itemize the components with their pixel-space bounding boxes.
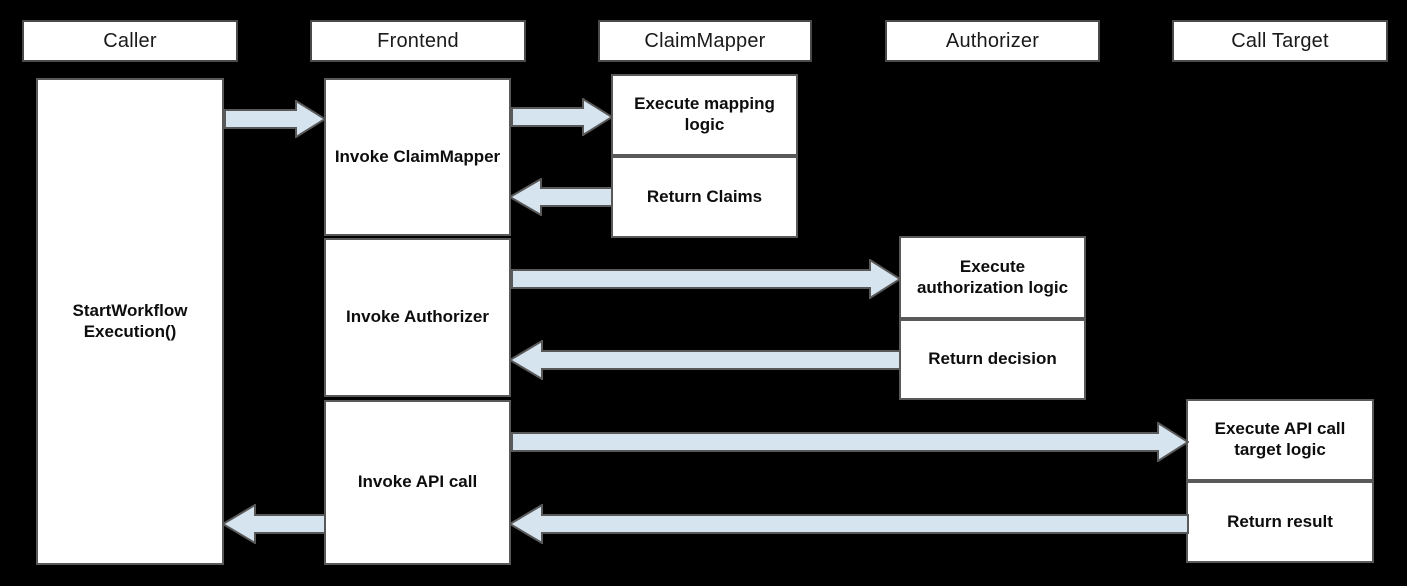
message-arrow-frontend-to-claimmapper[interactable] — [511, 98, 613, 136]
activation-frontend-invoke-authorizer[interactable]: Invoke Authorizer — [324, 238, 511, 397]
activation-calltarget-execute-api-call-target-logic-label: Execute API call target logic — [1214, 419, 1346, 459]
activation-frontend-invoke-authorizer-label: Invoke Authorizer — [346, 307, 489, 327]
activation-frontend-invoke-api-call-label: Invoke API call — [357, 472, 478, 492]
message-arrow-frontend-to-caller[interactable] — [222, 504, 326, 544]
lane-header-caller-label: Caller — [103, 29, 157, 52]
lane-header-claimmapper[interactable]: ClaimMapper — [598, 20, 812, 62]
activation-calltarget-return-result-label: Return result — [1227, 511, 1333, 531]
message-arrow-calltarget-to-frontend[interactable] — [509, 504, 1189, 544]
activation-authorizer-execute-authorization-logic[interactable]: Execute authorization logic — [899, 236, 1086, 319]
lane-header-authorizer-label: Authorizer — [945, 29, 1040, 52]
lane-header-authorizer[interactable]: Authorizer — [885, 20, 1100, 62]
activation-authorizer-return-decision-label: Return decision — [928, 349, 1057, 369]
message-arrow-authorizer-to-frontend[interactable] — [509, 340, 901, 380]
activation-frontend-invoke-api-call[interactable]: Invoke API call — [324, 400, 511, 565]
activation-frontend-invoke-claimmapper[interactable]: Invoke ClaimMapper — [324, 78, 511, 236]
lane-header-caller[interactable]: Caller — [22, 20, 238, 62]
activation-calltarget-return-result[interactable]: Return result — [1186, 481, 1374, 563]
activation-calltarget-execute-api-call-target-logic[interactable]: Execute API call target logic — [1186, 399, 1374, 481]
activation-frontend-invoke-claimmapper-label: Invoke ClaimMapper — [334, 146, 501, 166]
lane-header-claimmapper-label: ClaimMapper — [644, 29, 766, 52]
message-arrow-caller-to-frontend[interactable] — [224, 100, 326, 138]
message-arrow-frontend-to-authorizer[interactable] — [511, 259, 901, 299]
lane-header-frontend[interactable]: Frontend — [310, 20, 526, 62]
activation-claimmapper-execute-mapping-logic[interactable]: Execute mapping logic — [611, 74, 798, 156]
activation-caller-start-workflow[interactable]: StartWorkflow Execution() — [36, 78, 224, 565]
activation-caller-start-workflow-label: StartWorkflow Execution() — [72, 300, 188, 341]
lane-header-frontend-label: Frontend — [377, 29, 459, 52]
lane-header-calltarget-label: Call Target — [1231, 29, 1329, 52]
activation-authorizer-execute-authorization-logic-label: Execute authorization logic — [916, 256, 1069, 297]
message-arrow-claimmapper-to-frontend[interactable] — [509, 178, 613, 216]
activation-claimmapper-return-claims-label: Return Claims — [646, 186, 763, 206]
lane-header-calltarget[interactable]: Call Target — [1172, 20, 1388, 62]
activation-claimmapper-return-claims[interactable]: Return Claims — [611, 156, 798, 238]
activation-authorizer-return-decision[interactable]: Return decision — [899, 319, 1086, 400]
message-arrow-frontend-to-calltarget[interactable] — [511, 422, 1189, 462]
activation-claimmapper-execute-mapping-logic-label: Execute mapping logic — [634, 94, 775, 134]
